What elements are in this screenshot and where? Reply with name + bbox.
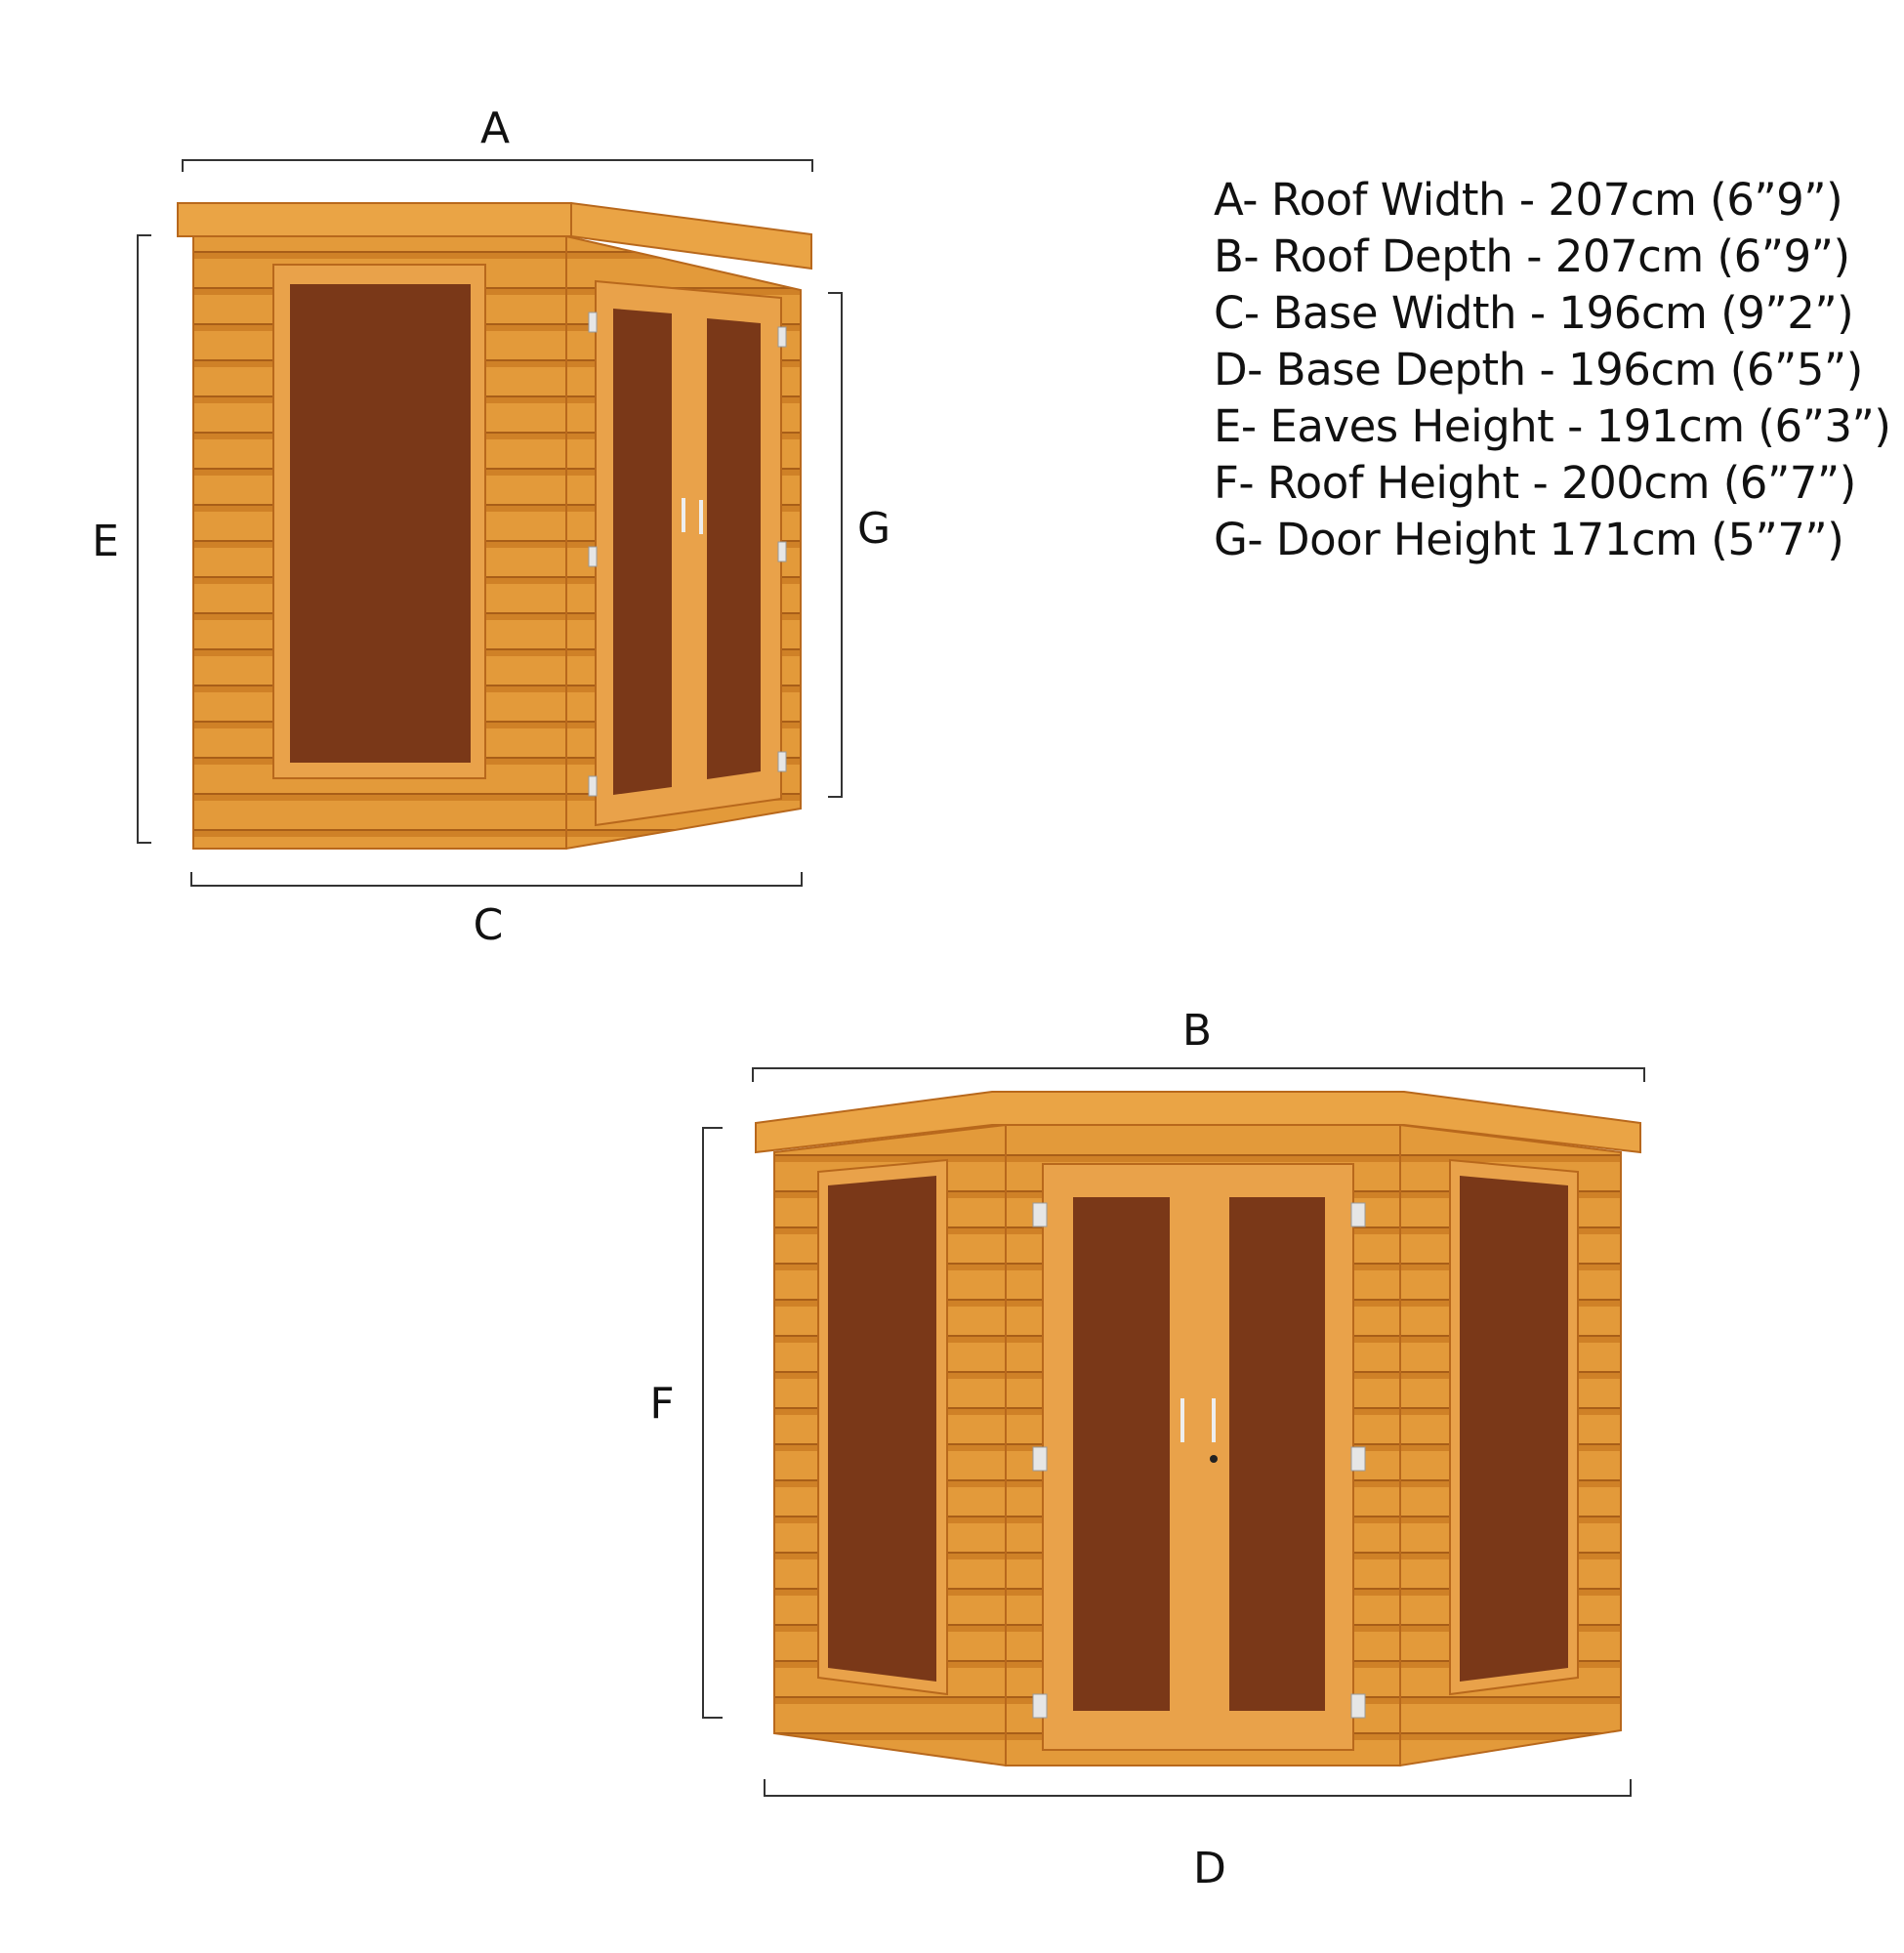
label-e: E	[92, 517, 119, 566]
label-f: F	[649, 1379, 674, 1429]
door-right-glass	[1229, 1197, 1325, 1711]
shed-side-view	[177, 201, 812, 851]
dimension-spec-list: A- Roof Width - 207cm (6”9”) B- Roof Dep…	[1214, 172, 1891, 568]
hinge-icon	[1350, 1202, 1366, 1227]
dimension-bracket-c	[190, 872, 803, 887]
dimension-bracket-b	[752, 1067, 1645, 1082]
dimension-bracket-e	[137, 234, 151, 844]
window-glass	[290, 284, 471, 763]
door-handle-icon	[682, 498, 703, 534]
hinge-icon	[588, 775, 598, 797]
door-handle-icon	[1180, 1398, 1216, 1442]
spec-roof-depth: B- Roof Depth - 207cm (6”9”)	[1214, 230, 1850, 282]
hinge-icon	[1032, 1202, 1048, 1227]
dimension-bracket-g	[828, 292, 843, 798]
spec-door-height: G- Door Height 171cm (5”7”)	[1214, 514, 1844, 565]
door-left-glass	[1073, 1197, 1170, 1711]
hinge-icon	[1350, 1693, 1366, 1719]
label-a: A	[480, 104, 510, 153]
hinge-icon	[1350, 1446, 1366, 1472]
door-right-glass	[707, 318, 761, 779]
dimension-bracket-f	[702, 1127, 723, 1719]
shed-front-view	[755, 1091, 1641, 1767]
hinge-icon	[777, 751, 787, 772]
hinge-icon	[777, 326, 787, 348]
roof-side-fascia	[570, 201, 812, 270]
hinge-icon	[777, 541, 787, 562]
dimension-bracket-d	[764, 1779, 1632, 1797]
left-window-glass	[828, 1176, 936, 1682]
hinge-icon	[1032, 1446, 1048, 1472]
dimension-bracket-a	[182, 159, 813, 172]
hinge-icon	[588, 312, 598, 333]
label-c: C	[474, 900, 504, 950]
hinge-icon	[1032, 1693, 1048, 1719]
hinge-icon	[588, 546, 598, 567]
roof-front-fascia	[177, 202, 572, 237]
spec-base-width: C- Base Width - 196cm (9”2”)	[1214, 287, 1854, 339]
right-window-glass	[1460, 1176, 1568, 1682]
label-g: G	[857, 504, 890, 554]
keyhole-icon	[1210, 1455, 1218, 1463]
label-d: D	[1193, 1844, 1226, 1893]
label-b: B	[1182, 1006, 1212, 1056]
spec-roof-height: F- Roof Height - 200cm (6”7”)	[1214, 457, 1856, 509]
spec-eaves-height: E- Eaves Height - 191cm (6”3”)	[1214, 400, 1891, 452]
spec-roof-width: A- Roof Width - 207cm (6”9”)	[1214, 174, 1843, 226]
roof-fascia	[755, 1091, 1641, 1154]
spec-base-depth: D- Base Depth - 196cm (6”5”)	[1214, 344, 1863, 395]
door-left-glass	[613, 309, 672, 795]
